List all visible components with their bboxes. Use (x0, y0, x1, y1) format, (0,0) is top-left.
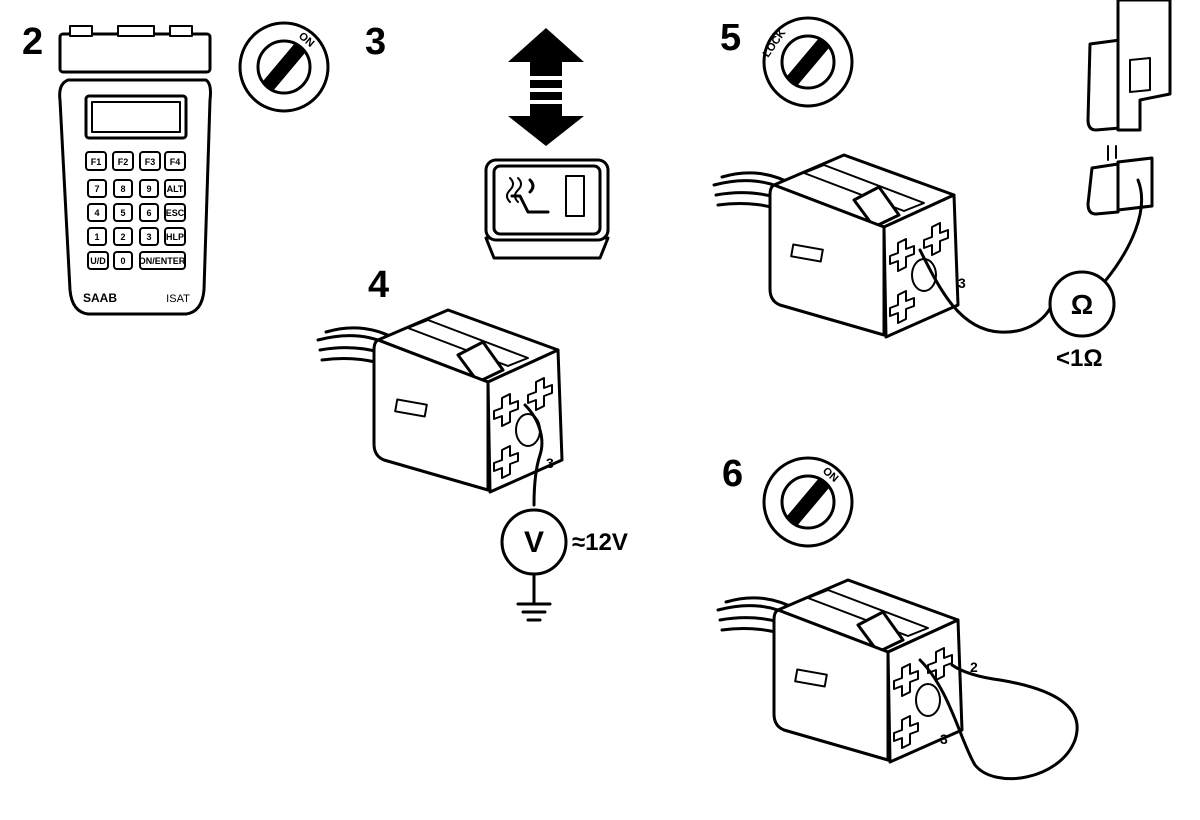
voltmeter-symbol: V (524, 526, 544, 559)
key-7: 7 (87, 179, 107, 198)
pin-number-step5: 3 (958, 275, 966, 291)
key-0: 0 (113, 251, 133, 270)
key-enter: ON/ENTER (139, 251, 186, 270)
key-esc: ESC (164, 203, 186, 222)
svg-text:ESC: ESC (166, 208, 185, 218)
relay-connector-icon (316, 308, 564, 494)
pin-number-step6-b: 3 (940, 731, 948, 747)
key-f1: F1 (85, 151, 107, 171)
tester-brand: SAAB (83, 291, 117, 305)
key-alt: ALT (164, 179, 186, 198)
svg-text:U/D: U/D (90, 256, 106, 266)
key-3: 3 (139, 227, 159, 246)
test-lead-step4 (523, 403, 544, 507)
svg-text:F4: F4 (170, 157, 181, 167)
svg-text:6: 6 (146, 208, 151, 218)
ignition-key-icon: LOCK (761, 16, 854, 108)
ignition-key-icon: ON (238, 21, 330, 113)
svg-text:F1: F1 (91, 157, 102, 167)
key-6: 6 (139, 203, 159, 222)
step-number-3: 3 (365, 21, 386, 63)
key-1: 1 (87, 227, 107, 246)
jumper-lead-step6 (918, 658, 1079, 781)
svg-text:9: 9 (146, 184, 151, 194)
seat-element-detail (1086, 0, 1172, 282)
key-f4: F4 (164, 151, 186, 171)
step-number-6: 6 (722, 453, 743, 495)
relay-connector-icon (716, 578, 964, 764)
svg-text:F3: F3 (145, 157, 156, 167)
resistance-reading: <1Ω (1056, 345, 1103, 372)
up-down-arrow-icon (508, 28, 584, 146)
tester-keypad: F1 F2 F3 F4 7 8 9 ALT 4 5 6 ESC 1 2 3 HL… (83, 151, 190, 305)
diagnostic-tester-icon (58, 25, 212, 316)
svg-text:ON/ENTER: ON/ENTER (139, 256, 186, 266)
voltmeter-icon: V (500, 508, 568, 576)
svg-text:ALT: ALT (167, 184, 184, 194)
key-9: 9 (139, 179, 159, 198)
key-2: 2 (113, 227, 133, 246)
svg-text:5: 5 (120, 208, 125, 218)
step-number-5: 5 (720, 17, 741, 59)
relay-connector-icon (712, 153, 960, 339)
key-8: 8 (113, 179, 133, 198)
ground-symbol-icon (516, 572, 552, 622)
step-number-2: 2 (22, 21, 43, 63)
ignition-key-icon: ON (762, 456, 854, 548)
key-f2: F2 (112, 151, 134, 171)
pin-number-step6-a: 2 (970, 659, 978, 675)
pin-number-step4: 3 (546, 455, 554, 471)
svg-text:HLP: HLP (166, 232, 184, 242)
key-5: 5 (113, 203, 133, 222)
svg-text:F2: F2 (118, 157, 129, 167)
key-4: 4 (87, 203, 107, 222)
key-hlp: HLP (164, 227, 186, 246)
svg-text:3: 3 (146, 232, 151, 242)
svg-text:8: 8 (120, 184, 125, 194)
key-f3: F3 (139, 151, 161, 171)
voltage-reading: ≈12V (572, 529, 628, 556)
ohmmeter-symbol: Ω (1071, 289, 1093, 320)
step-number-4: 4 (368, 264, 389, 306)
test-lead-step5 (918, 248, 1054, 334)
key-ud: U/D (87, 251, 109, 270)
ohmmeter-icon: Ω (1048, 270, 1116, 338)
tester-model: ISAT (166, 293, 190, 305)
svg-text:4: 4 (94, 208, 99, 218)
svg-text:2: 2 (120, 232, 125, 242)
svg-text:7: 7 (94, 184, 99, 194)
svg-text:1: 1 (94, 232, 99, 242)
seat-heater-switch-icon (484, 158, 610, 260)
svg-text:0: 0 (120, 256, 125, 266)
